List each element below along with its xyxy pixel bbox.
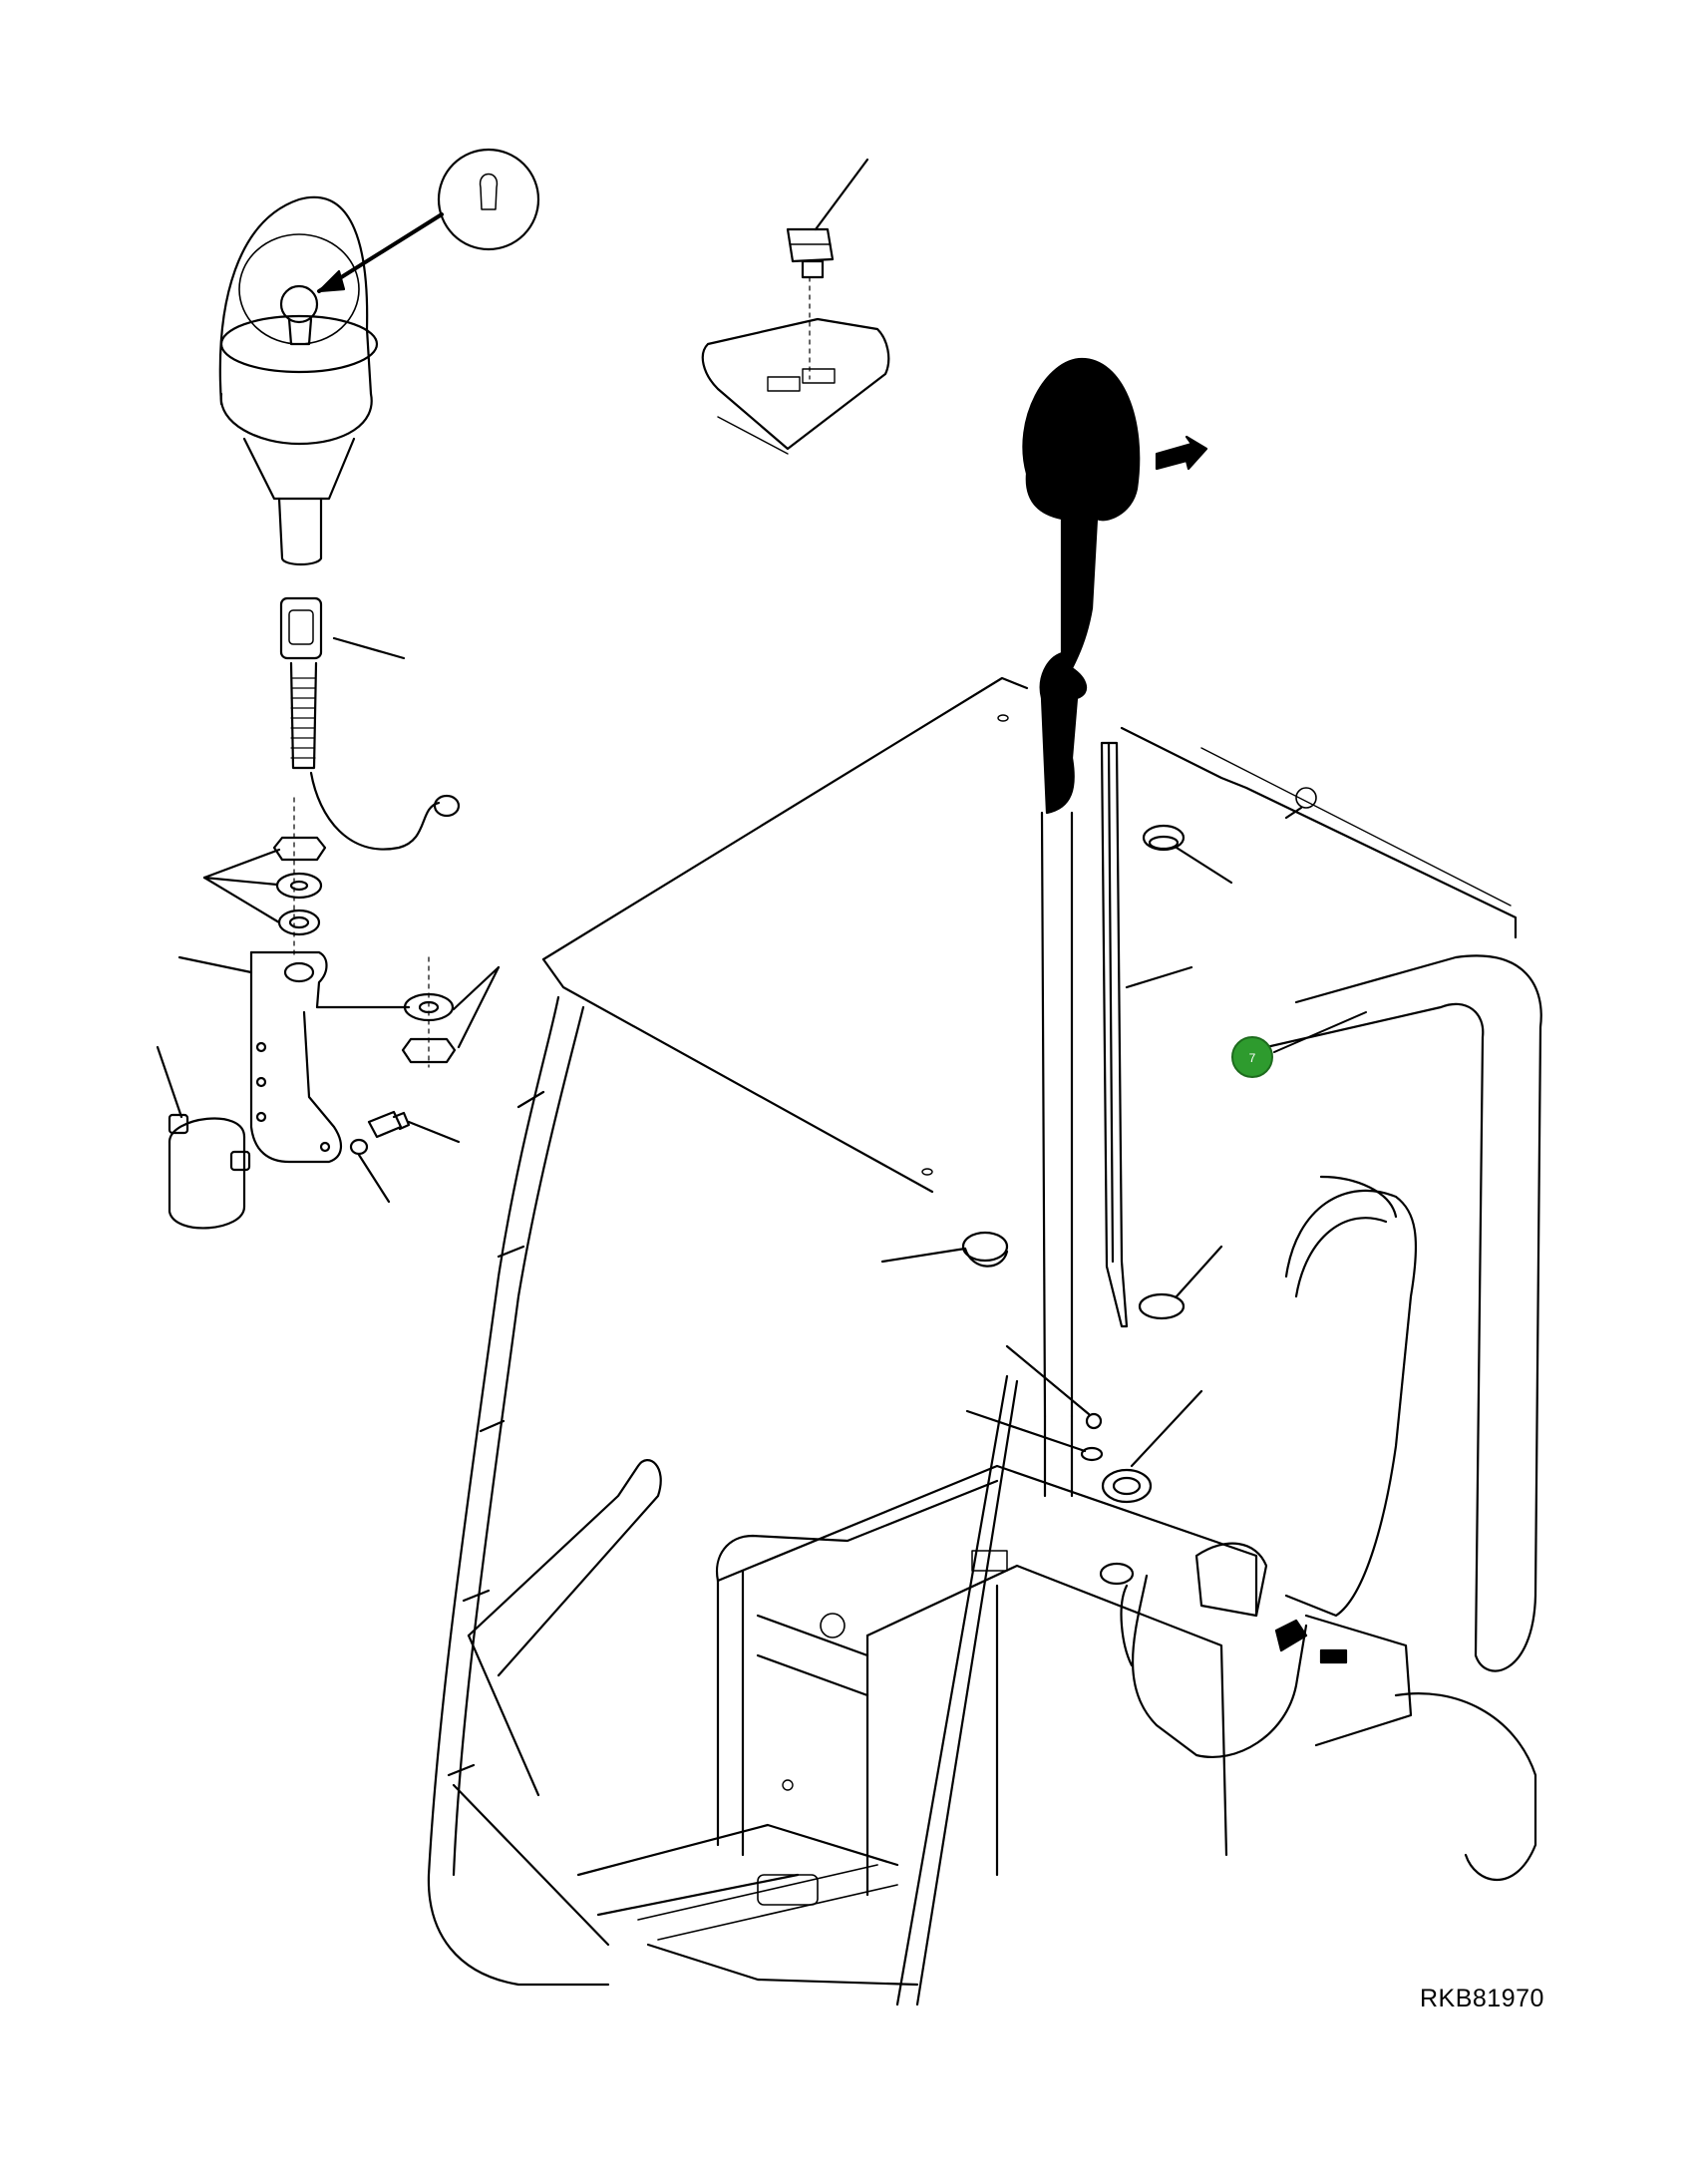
- screw: [349, 1110, 461, 1204]
- cable-clips: [880, 824, 1233, 1320]
- drawing-reference-code: RKB81970: [1420, 1985, 1544, 2012]
- cable-connector: [309, 771, 461, 851]
- antenna-rod: [1022, 357, 1208, 1498]
- rocker-switch: [786, 158, 869, 380]
- callout-circle[interactable]: [1231, 1036, 1273, 1078]
- antenna-rod: [1100, 741, 1193, 1328]
- beacon-lamp: [218, 195, 379, 566]
- callout-marker[interactable]: 7: [1231, 1011, 1367, 1078]
- mounting-bracket: [177, 950, 411, 1164]
- rops-frame: [427, 676, 1542, 2006]
- mounting-pole: [279, 596, 406, 770]
- grommet: [965, 1344, 1203, 1504]
- rops-frame: [576, 1464, 1258, 1987]
- operator-seat: [1099, 1175, 1537, 1882]
- nut-washer-set: [401, 956, 501, 1068]
- callout-label: 7: [1249, 1051, 1256, 1065]
- nut-washer-set: [202, 797, 327, 958]
- switch-panel: [701, 317, 890, 455]
- bulb-detail: [317, 148, 540, 293]
- pipe-clamp: [156, 1045, 251, 1230]
